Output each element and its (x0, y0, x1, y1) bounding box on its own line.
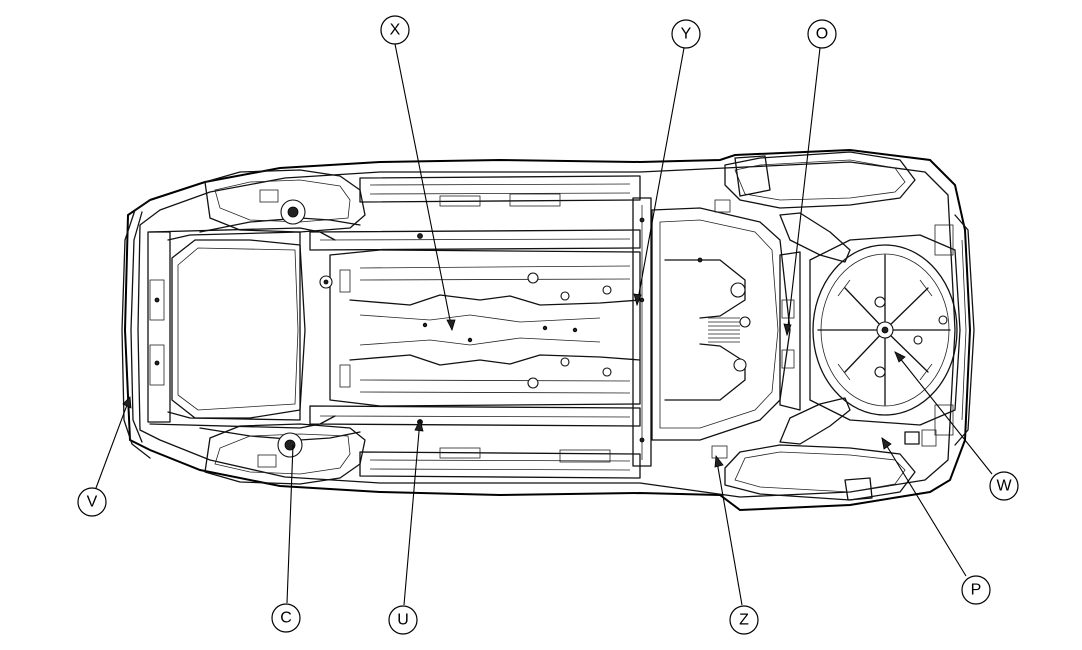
rear-floor (651, 199, 791, 459)
callout-u: U (388, 605, 418, 635)
arrowhead-v (122, 396, 132, 409)
arrowhead-w (894, 351, 906, 363)
callout-w: W (989, 471, 1019, 501)
rear-wheel-well-lower (724, 444, 916, 501)
rear-side-rails (779, 212, 851, 445)
side-sills (309, 175, 641, 479)
leader-lines (95, 43, 993, 606)
rear-wheel-well-upper (724, 151, 916, 209)
arrowhead-o (783, 323, 792, 337)
callout-y-label: Y (681, 26, 692, 43)
callout-y: Y (671, 19, 701, 49)
callout-w-label: W (996, 478, 1012, 495)
arrowhead-u (414, 418, 424, 432)
front-structure (147, 217, 361, 441)
callout-z-label: Z (739, 612, 749, 629)
callout-c: C (271, 603, 301, 633)
callout-x: X (380, 15, 410, 45)
spare-tire-well (809, 234, 961, 426)
rear-end (904, 214, 975, 447)
front-wheel-well-upper (204, 169, 366, 233)
arrowhead-y (633, 293, 642, 307)
ribbed-panel (708, 317, 740, 343)
callout-o-label: O (816, 26, 828, 43)
callout-o: O (807, 19, 837, 49)
floor-pan (319, 249, 641, 407)
callout-z: Z (729, 605, 759, 635)
callout-v-label: V (87, 494, 98, 511)
body-outline (121, 148, 972, 512)
callout-v: V (77, 487, 107, 517)
callout-x-label: X (390, 22, 401, 39)
center-cross-member (632, 197, 652, 467)
callout-u-label: U (397, 612, 409, 629)
callout-p-label: P (971, 582, 982, 599)
arrowhead-p (881, 437, 892, 450)
callout-c-label: C (280, 610, 292, 627)
arrowhead-z (714, 454, 724, 468)
callout-p: P (961, 575, 991, 605)
arrowhead-x (446, 319, 456, 332)
